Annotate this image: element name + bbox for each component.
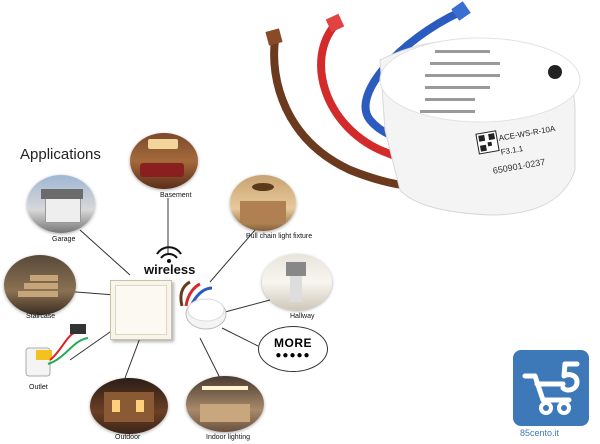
hallway-photo (262, 254, 332, 310)
staircase-photo (4, 255, 76, 315)
pull-chain-light-photo (230, 175, 296, 231)
relay-receiver-image (265, 1, 581, 216)
garage-label: Garage (52, 236, 76, 243)
staircase-label: Staircase (26, 313, 56, 320)
more-label: MORE (274, 336, 312, 350)
pull-chain-light-label: Pull chain light fixture (246, 233, 313, 240)
brand-logo[interactable] (513, 350, 589, 426)
cart-icon (522, 361, 580, 415)
garage-photo (27, 175, 95, 233)
wireless-label: wireless (144, 262, 196, 277)
wall-switch-image (110, 280, 172, 340)
indoor-lighting-photo (186, 376, 264, 432)
more-button[interactable]: MORE ●●●●● (258, 326, 328, 372)
hallway-label: Hallway (290, 313, 315, 320)
outdoor-photo (90, 378, 168, 434)
indoor-lighting-label: Indoor lighting (206, 434, 250, 441)
outlet-image (25, 324, 89, 377)
outdoor-label: Outdoor (115, 434, 141, 441)
outlet-label: Outlet (29, 384, 48, 391)
basement-label: Basement (160, 192, 192, 199)
brand-caption[interactable]: 85cento.it (520, 428, 560, 438)
more-dots: ●●●●● (275, 350, 311, 361)
basement-photo (130, 133, 198, 189)
applications-heading: Applications (20, 146, 101, 163)
wifi-signal-icon (156, 246, 182, 263)
small-receiver-image (179, 280, 227, 330)
